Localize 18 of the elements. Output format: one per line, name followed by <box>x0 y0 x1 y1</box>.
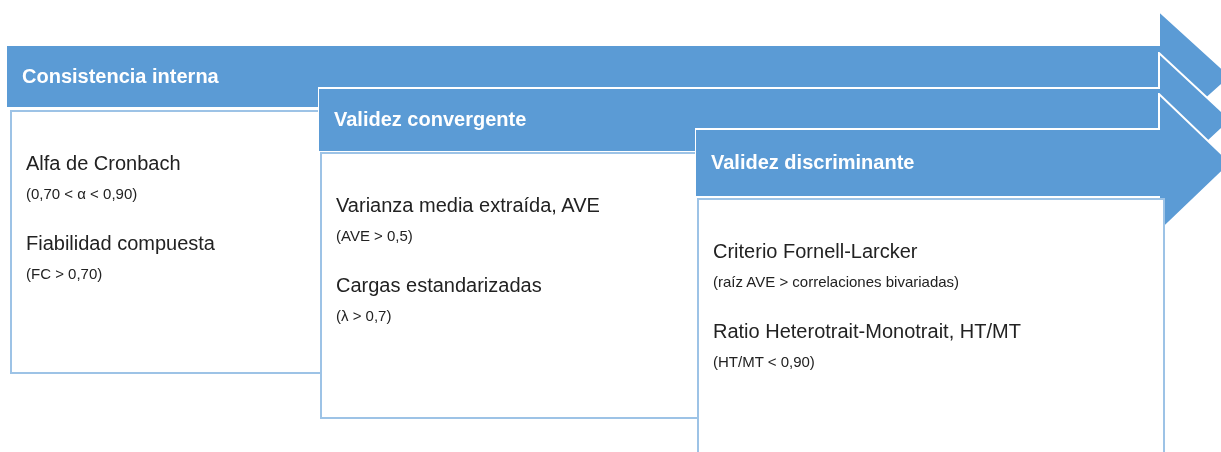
threshold-text: (0,70 < α < 0,90) <box>26 185 138 202</box>
band-heading: Validez discriminante <box>711 151 915 174</box>
threshold-text: (λ > 0,7) <box>336 307 392 324</box>
content-box <box>320 152 699 419</box>
criterion-name: Fiabilidad compuesta <box>26 232 215 255</box>
content-box <box>697 198 1165 452</box>
criterion-name: Alfa de Cronbach <box>26 152 181 175</box>
threshold-text: (raíz AVE > correlaciones bivariadas) <box>713 273 960 290</box>
band-heading: Consistencia interna <box>22 64 219 88</box>
criterion-name: Cargas estandarizadas <box>336 274 542 297</box>
band-heading: Validez convergente <box>334 108 527 131</box>
content-box <box>10 110 322 374</box>
threshold-text: (FC > 0,70) <box>26 265 103 282</box>
threshold-text: (HT/MT < 0,90) <box>713 353 815 370</box>
criterion-name: Varianza media extraída, AVE <box>336 194 600 217</box>
criterion-name: Ratio Heterotrait-Monotrait, HT/MT <box>713 320 1021 343</box>
threshold-text: (AVE > 0,5) <box>336 227 413 244</box>
criterion-name: Criterio Fornell-Larcker <box>713 240 918 263</box>
